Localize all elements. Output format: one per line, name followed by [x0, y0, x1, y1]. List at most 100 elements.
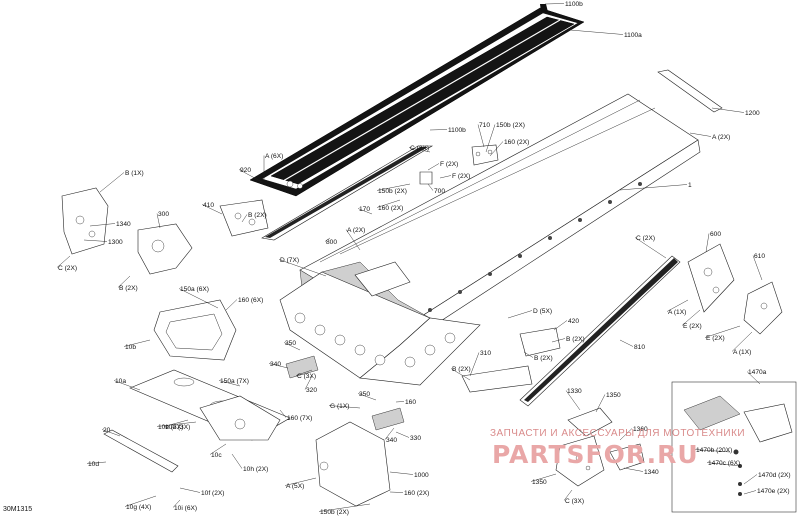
callout-label: 150a (7X) — [220, 378, 249, 385]
callout-label: E (2X) — [683, 323, 702, 330]
callout-leader — [376, 183, 411, 191]
callout-leader — [124, 495, 157, 507]
watermark-text: ЗАПЧАСТИ И АКСЕССУАРЫ ДЛЯ МОТОТЕХНИКИ — [490, 428, 745, 439]
callout-label: 300 — [158, 211, 169, 218]
callout-label: 1340 — [116, 221, 131, 228]
callout-label: 10a — [115, 378, 126, 385]
callout-label: A (2X) — [712, 134, 730, 141]
callout-leader — [304, 375, 313, 390]
callout-leader — [156, 421, 197, 427]
callout-leader — [156, 213, 161, 229]
callout-leader — [429, 129, 448, 131]
front-frame-10b — [153, 299, 237, 361]
callout-label: 150a (6X) — [180, 286, 209, 293]
callout-leader — [507, 310, 533, 319]
figure-ref: 30M1315 — [3, 506, 32, 513]
callout-leader — [123, 339, 151, 347]
callout-label: B (2X) — [119, 285, 138, 292]
callout-label: 1 — [688, 182, 692, 189]
callout-leader — [357, 208, 373, 215]
callout-leader — [295, 369, 313, 376]
callout-leader — [689, 132, 712, 137]
bracket-310 — [461, 365, 533, 393]
callout-leader — [553, 320, 568, 331]
callout-leader — [485, 124, 496, 153]
callout-leader — [427, 163, 440, 171]
callout-leader — [172, 499, 181, 508]
callout-label: C (3X) — [565, 498, 584, 505]
top-cover-panel — [249, 4, 585, 197]
callout-label: 1470a — [748, 369, 767, 376]
callout-leader — [376, 199, 401, 208]
callout-label: 340 — [386, 437, 397, 444]
callout-label: 10e (3X) — [165, 424, 190, 431]
callout-label: G (1X) — [330, 403, 349, 410]
callout-leader — [218, 380, 241, 387]
gusset-610 — [743, 281, 783, 335]
callout-leader — [328, 405, 361, 409]
callout-label: 1470e (2X) — [757, 488, 790, 495]
callout-label: E (2X) — [706, 335, 725, 342]
callout-leader — [427, 183, 434, 191]
callout-leader — [743, 474, 758, 485]
inset-kit-1470a — [671, 381, 797, 513]
callout-leader — [83, 239, 108, 242]
callout-label: C (3X) — [297, 373, 316, 380]
mount-1200 — [657, 69, 723, 113]
watermark-logo: PARTSFOR.RU — [492, 440, 699, 469]
callout-leader — [395, 431, 410, 438]
callout-label: A (1X) — [668, 309, 686, 316]
callout-label: 1470d (2X) — [758, 472, 791, 479]
callout-leader — [705, 233, 710, 253]
callout-leader — [623, 467, 644, 472]
callout-leader — [477, 124, 485, 148]
callout-label: C (2X) — [410, 145, 429, 152]
callout-label: 1470b (20X) — [696, 447, 732, 454]
callout-leader — [99, 172, 125, 193]
callout-leader — [357, 393, 377, 401]
callout-label: 160 (2X) — [404, 490, 429, 497]
frame-10c — [199, 395, 281, 441]
chassis-frame — [279, 261, 481, 386]
callout-label: 610 — [754, 253, 765, 260]
callout-label: B (2X) — [566, 336, 585, 343]
bracket-420 — [519, 327, 561, 357]
callout-label: 350 — [285, 340, 296, 347]
callout-leader — [113, 380, 141, 391]
callout-leader — [694, 449, 731, 453]
callout-leader — [268, 363, 289, 369]
callout-label: 1200 — [745, 110, 760, 117]
callout-label: F (2X) — [452, 173, 470, 180]
callout-leader — [278, 259, 327, 277]
callout-label: 1350 — [532, 479, 547, 486]
callout-label: 320 — [306, 387, 317, 394]
callout-leader — [283, 342, 301, 351]
callout-leader — [569, 29, 624, 35]
callout-label: 410 — [203, 202, 214, 209]
callout-label: 700 — [434, 188, 445, 195]
callout-label: 1470c (6X) — [708, 460, 740, 467]
callout-label: A (2X) — [347, 227, 365, 234]
callout-label: 1100a — [624, 32, 642, 39]
callout-leader — [731, 331, 753, 352]
callout-leader — [523, 351, 534, 358]
gusset-600 — [687, 243, 735, 313]
callout-label: B (1X) — [125, 170, 144, 177]
callout-leader — [565, 390, 581, 411]
callout-label: B (2X) — [248, 212, 267, 219]
callout-leader — [117, 275, 131, 288]
callout-leader — [231, 453, 243, 469]
callout-leader — [178, 288, 219, 309]
callout-label: 160 (2X) — [504, 139, 529, 146]
callout-leader — [752, 255, 763, 281]
callout-label: 10b — [125, 344, 136, 351]
bulkhead-1300 — [61, 187, 109, 255]
bracket-300 — [137, 223, 193, 275]
callout-leader — [563, 489, 573, 501]
callout-leader — [209, 443, 227, 455]
callout-leader — [284, 477, 317, 486]
callout-leader — [439, 175, 452, 179]
callout-label: A (6X) — [265, 153, 283, 160]
callout-leader — [595, 394, 606, 413]
skid-plate-330 — [371, 407, 405, 431]
